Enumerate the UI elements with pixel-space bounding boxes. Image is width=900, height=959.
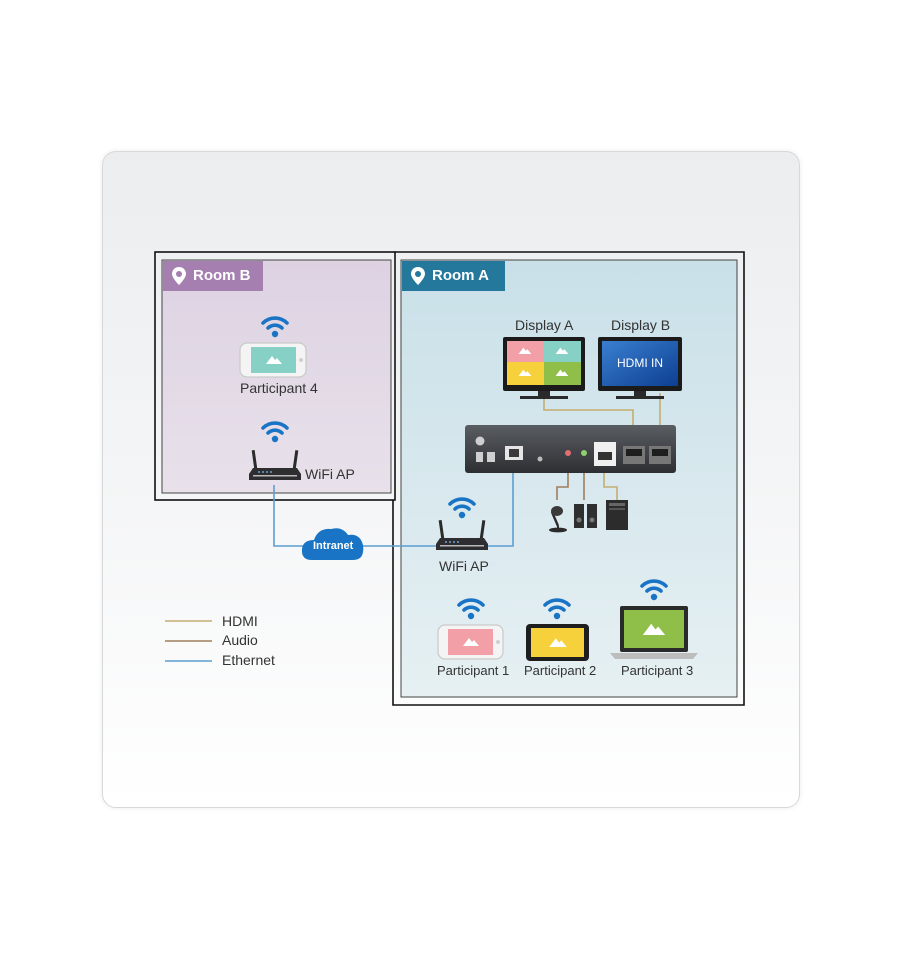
display-b-screen-text: HDMI IN [617,356,663,370]
legend-hdmi-label: HDMI [222,613,258,629]
display-b-label: Display B [611,317,671,333]
participant-2-label: Participant 2 [524,663,597,678]
location-pin-icon [411,267,425,285]
display-b [598,337,682,399]
room-a-tag: Room A [402,261,505,291]
speakers-icon [574,504,597,528]
participant-3-label: Participant 3 [621,663,694,678]
hdmi-cable-pc [603,466,618,500]
tablet-participant-2 [526,624,589,661]
legend-lines [165,620,212,662]
legend-audio-label: Audio [222,632,258,648]
room-b-outer-frame [154,251,396,501]
legend-ethernet-label: Ethernet [222,652,275,668]
pc-tower-icon [606,500,628,530]
participant-4-label: Participant 4 [240,380,318,396]
room-a-outer-frame [392,251,745,706]
intranet-cloud [301,528,364,560]
microphone-icon [549,506,567,533]
phone-participant-4 [239,342,307,378]
wifi-ap-room-a-label: WiFi AP [439,558,489,574]
room-a-label: Room A [432,267,489,284]
display-a [503,337,585,399]
location-pin-icon [172,267,186,285]
phone-participant-1 [437,624,504,660]
room-b-label: Room B [193,267,251,284]
laptop-participant-3 [610,606,698,659]
intranet-label: Intranet [313,540,354,552]
presentation-switch [465,425,676,473]
room-b-tag: Room B [163,261,263,291]
participant-1-label: Participant 1 [437,663,510,678]
ethernet-cables [273,470,514,547]
display-a-label: Display A [515,317,574,333]
wifi-ap-room-b-label: WiFi AP [305,466,355,482]
